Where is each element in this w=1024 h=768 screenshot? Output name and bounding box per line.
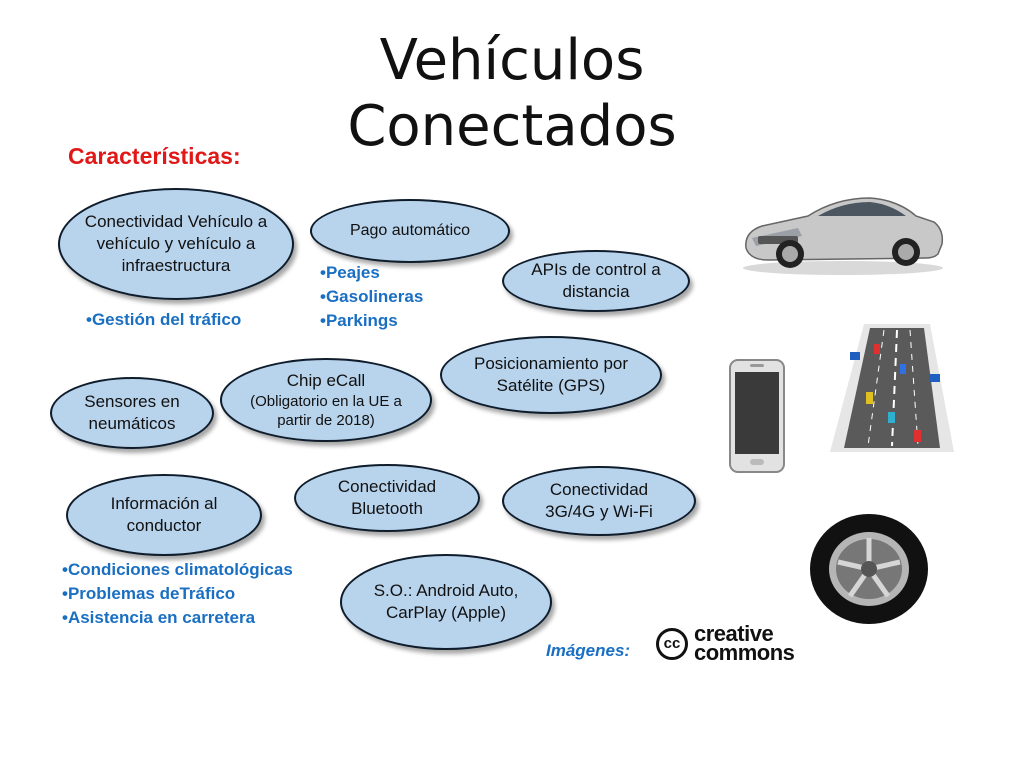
- bubble-payment-label: Pago automático: [349, 222, 471, 239]
- bubble-v2v-label: Conectividad Vehículo a vehículo y vehíc…: [84, 212, 268, 275]
- road-traffic-icon: [830, 324, 954, 452]
- bubble-mobile-wifi: Conectividad 3G/4G y Wi-Fi: [502, 466, 696, 536]
- list-item: Gasolineras: [320, 285, 423, 309]
- cc-icon: cc: [656, 628, 688, 660]
- bubble-driver-info: Información al conductor: [66, 474, 262, 556]
- bubble-ecall-title: Chip eCall: [286, 371, 366, 390]
- creative-commons-logo: cc creative commons: [656, 621, 808, 668]
- bubble-sensors-label: Sensores en neumáticos: [84, 392, 180, 433]
- traffic-list: Gestión del tráfico: [86, 308, 241, 332]
- section-heading: Características:: [68, 143, 241, 169]
- list-item: Condiciones climatológicas: [62, 558, 302, 582]
- images-label: Imágenes:: [546, 641, 631, 660]
- tire-icon: [810, 514, 928, 624]
- list-item: Problemas deTráfico: [62, 582, 302, 606]
- bubble-gps-label: Posicionamiento por Satélite (GPS): [473, 354, 629, 395]
- bubble-automatic-payment: Pago automático: [310, 199, 510, 263]
- bubble-ecall: Chip eCall (Obligatorio en la UE a parti…: [220, 358, 432, 442]
- bubble-bluetooth: Conectividad Bluetooth: [294, 464, 480, 532]
- cc-wordmark: creative commons: [694, 621, 795, 665]
- bubble-3g-label: Conectividad 3G/4G y Wi-Fi: [545, 480, 653, 521]
- cc-word-1: creative: [694, 621, 774, 646]
- bubble-tire-sensors: Sensores en neumáticos: [50, 377, 214, 449]
- bubble-operating-system: S.O.: Android Auto, CarPlay (Apple): [340, 554, 552, 650]
- bubble-v2v-connectivity: Conectividad Vehículo a vehículo y vehíc…: [58, 188, 294, 300]
- bubble-ecall-note: (Obligatorio en la UE a partir de 2018): [250, 393, 402, 429]
- list-item: Parkings: [320, 309, 423, 333]
- list-item: Gestión del tráfico: [86, 308, 241, 332]
- list-item: Peajes: [320, 261, 423, 285]
- title-line-1: Vehículos: [379, 28, 645, 93]
- cc-word-2: commons: [694, 640, 795, 665]
- bubble-bluetooth-label: Conectividad Bluetooth: [337, 477, 437, 518]
- bubble-info-label: Información al conductor: [110, 494, 218, 535]
- bubble-remote-apis: APIs de control a distancia: [502, 250, 690, 312]
- bubble-os-label: S.O.: Android Auto, CarPlay (Apple): [373, 581, 519, 622]
- car-icon: [743, 197, 944, 275]
- title-line-2: Conectados: [347, 94, 677, 159]
- bubble-apis-label: APIs de control a distancia: [531, 260, 661, 301]
- payment-list: Peajes Gasolineras Parkings: [320, 261, 423, 333]
- page-title: Vehículos Conectados: [262, 28, 762, 160]
- list-item: Asistencia en carretera: [62, 606, 302, 630]
- smartphone-icon: [729, 359, 785, 473]
- driver-info-list: Condiciones climatológicas Problemas deT…: [62, 558, 302, 630]
- bubble-gps: Posicionamiento por Satélite (GPS): [440, 336, 662, 414]
